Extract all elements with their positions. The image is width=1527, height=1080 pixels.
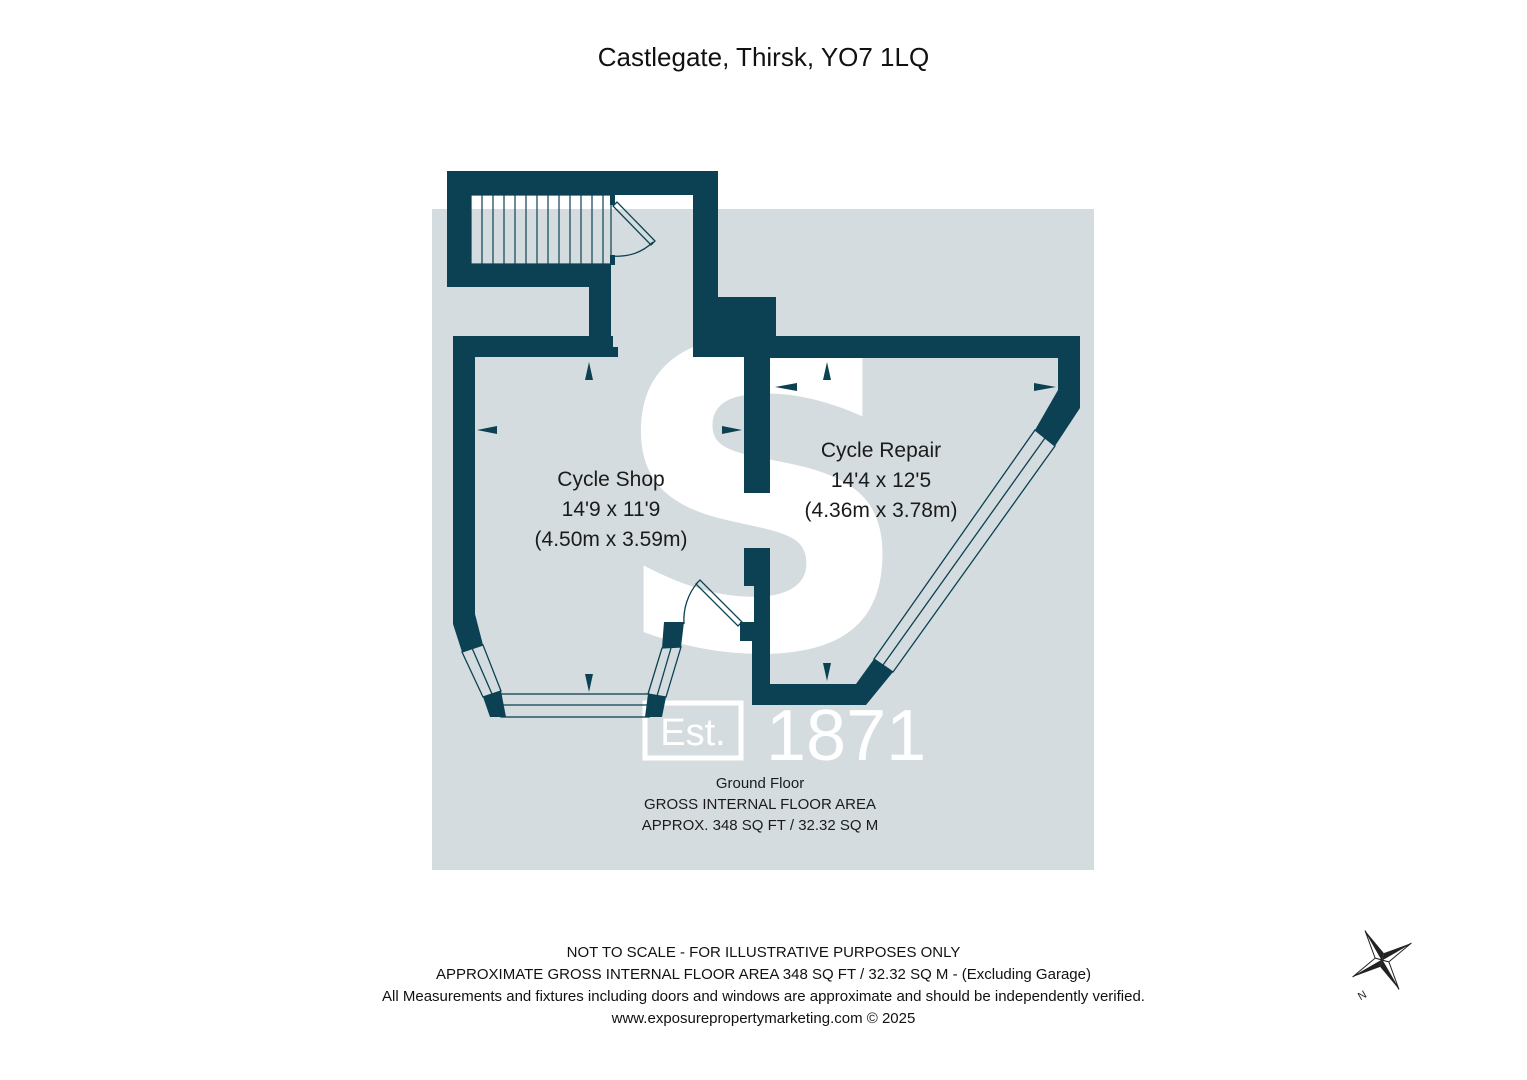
stair-outline [470, 194, 612, 265]
wall [610, 347, 618, 357]
wall [589, 264, 611, 352]
disclaimer-footer: NOT TO SCALE - FOR ILLUSTRATIVE PURPOSES… [0, 942, 1527, 1030]
wall [752, 336, 1080, 358]
door-stair-swing [612, 241, 654, 257]
wall [1035, 390, 1080, 446]
room-dimensions-imperial: 14'9 x 11'9 [561, 498, 661, 521]
floor-name: Ground Floor [715, 775, 805, 792]
disclaimer-line: APPROXIMATE GROSS INTERNAL FLOOR AREA 34… [436, 966, 1091, 983]
door-entrance-swing [683, 581, 699, 625]
disclaimer-line: NOT TO SCALE - FOR ILLUSTRATIVE PURPOSES… [566, 944, 961, 961]
wall [610, 195, 615, 205]
walls [447, 171, 1080, 717]
door-stair [612, 201, 656, 246]
website-link[interactable]: www.exposurepropertymarketing.com © 2025 [611, 1010, 916, 1027]
doors [612, 201, 743, 627]
wall [662, 622, 684, 648]
room-label-cycle-repair: Cycle Repair 14'4 x 12'5 (4.36m x 3.78m) [770, 436, 992, 526]
wall [453, 336, 475, 624]
window-bay-left [461, 644, 502, 698]
wall [453, 614, 483, 652]
staircase [470, 194, 612, 265]
windows [461, 429, 1056, 718]
wall [754, 586, 770, 622]
wall [483, 691, 506, 717]
window-bay-right [647, 646, 682, 698]
dimension-arrows [477, 362, 1056, 692]
watermark-year: 1871 [766, 696, 926, 776]
compass-rose-icon [1352, 930, 1412, 990]
wall [752, 684, 860, 705]
disclaimer-line: All Measurements and fixtures including … [382, 988, 1145, 1005]
room-dimensions-metric: (4.36m x 3.78m) [804, 499, 958, 522]
wall [447, 264, 611, 287]
wall [1058, 336, 1080, 408]
floor-area-info: Ground Floor GROSS INTERNAL FLOOR AREA A… [560, 773, 960, 836]
watermark-est-box [642, 700, 744, 761]
wall [645, 694, 666, 717]
room-label-cycle-shop: Cycle Shop 14'9 x 11'9 (4.50m x 3.59m) [500, 465, 722, 555]
wall [744, 336, 770, 493]
window-diagonal [873, 429, 1056, 673]
room-name: Cycle Repair [820, 439, 942, 462]
floor-area-heading: GROSS INTERNAL FLOOR AREA [644, 796, 876, 813]
room-dimensions-metric: (4.50m x 3.59m) [534, 528, 688, 551]
room-name: Cycle Shop [557, 468, 665, 491]
wall [447, 171, 718, 195]
room-dimensions-imperial: 14'4 x 12'5 [830, 469, 932, 492]
door-entrance [695, 579, 743, 627]
wall [610, 255, 615, 265]
wall [744, 548, 770, 586]
wall [740, 622, 770, 641]
watermark-est: Est. [660, 712, 725, 754]
floor-area-value: APPROX. 348 SQ FT / 32.32 SQ M [641, 817, 879, 834]
wall [453, 336, 613, 357]
page-title: Castlegate, Thirsk, YO7 1LQ [597, 42, 930, 72]
wall [856, 659, 893, 705]
